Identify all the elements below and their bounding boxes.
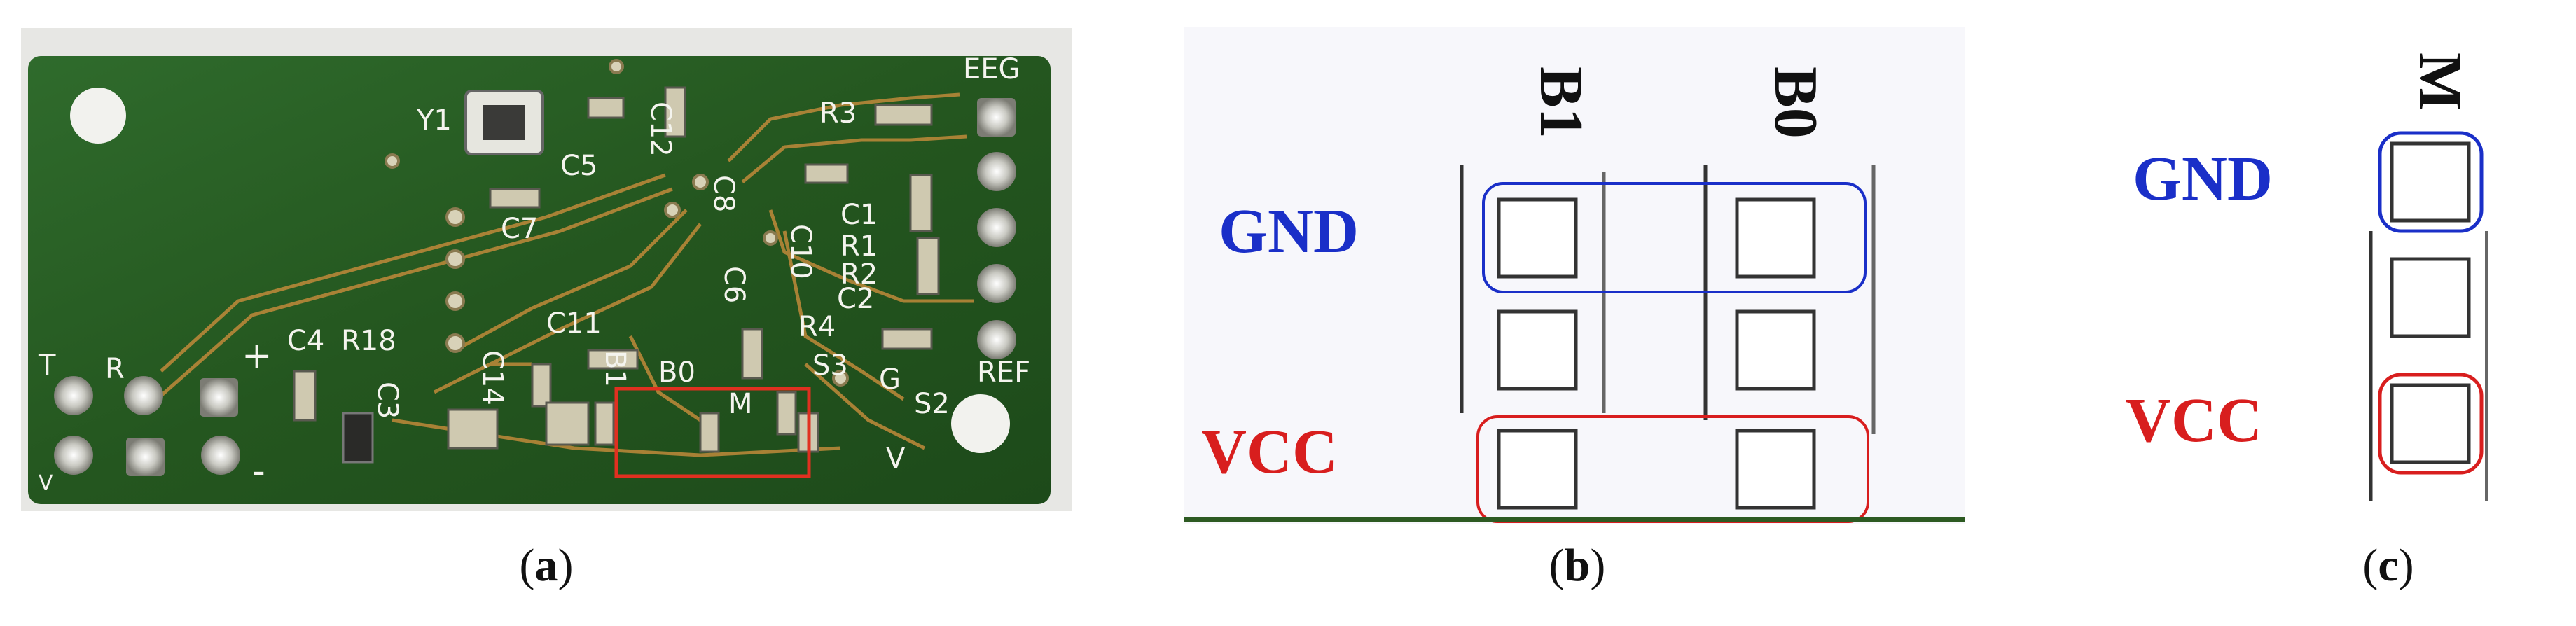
caption-c: (c)	[2362, 540, 2414, 591]
panel-b: B1 B0 GND VCC (b)	[1184, 0, 1968, 626]
silk-label: V	[886, 443, 906, 475]
silk-label: C7	[501, 213, 538, 245]
silk-label: C3	[371, 382, 403, 419]
silk-label: EEG	[963, 53, 1020, 85]
row-label-gnd: GND	[1219, 197, 1359, 266]
row-label-vcc: VCC	[2126, 386, 2262, 455]
silk-label: R4	[798, 311, 836, 343]
silk-label: Y1	[416, 104, 452, 137]
header-pads-right	[977, 98, 1016, 359]
smd-components	[293, 86, 940, 453]
silk-label: C8	[707, 175, 740, 212]
jumper-diagram-b: B1 B0 GND VCC	[1184, 27, 1965, 524]
pcb-photo: EEG Y1 C12 R3 C5 C8 C7 C1 C10 R1 R2 C2 C…	[21, 28, 1072, 511]
column-label-b1: B1	[1527, 67, 1595, 139]
silk-label: REF	[977, 356, 1030, 389]
silk-label: R18	[341, 325, 396, 357]
row-label-gnd: GND	[2133, 144, 2273, 214]
silk-label: S2	[914, 388, 950, 420]
caption-b: (b)	[1549, 540, 1606, 591]
panel-a: EEG Y1 C12 R3 C5 C8 C7 C1 C10 R1 R2 C2 C…	[0, 0, 1093, 626]
vcc-bridge	[2378, 373, 2484, 475]
highlight-box	[614, 387, 811, 478]
row-label-vcc: VCC	[1201, 417, 1338, 487]
silk-label: R3	[819, 97, 857, 130]
silk-label: C5	[560, 150, 597, 182]
silkscreen-labels: EEG Y1 C12 R3 C5 C8 C7 C1 C10 R1 R2 C2 C…	[38, 53, 1030, 496]
silk-label: C6	[718, 266, 750, 303]
silk-label: M	[728, 388, 753, 420]
mounting-hole	[951, 394, 1010, 453]
column-label-m: M	[2406, 53, 2474, 111]
caption-a: (a)	[519, 540, 574, 591]
mounting-hole	[70, 88, 126, 144]
panel-c: M GND VCC (c)	[2087, 0, 2576, 626]
silk-label: B1	[599, 350, 631, 387]
jumper-pads	[2390, 141, 2471, 464]
silk-label: -	[252, 450, 265, 492]
silk-label: C10	[784, 224, 817, 279]
silk-label: B0	[658, 356, 695, 389]
silk-label: S3	[812, 349, 848, 382]
silk-label: R1	[840, 230, 878, 263]
gnd-bridge	[1482, 182, 1867, 293]
silk-label: C4	[287, 325, 324, 357]
gnd-bridge	[2378, 131, 2484, 233]
silk-label: +	[242, 335, 272, 377]
silk-label: C14	[476, 350, 508, 405]
silk-label: R2	[840, 258, 878, 291]
column-label-b0: B0	[1761, 67, 1829, 139]
header-pads-left	[54, 376, 240, 476]
silk-label: T	[38, 349, 56, 382]
silk-label: G	[879, 363, 901, 396]
silk-label: R	[105, 353, 125, 385]
jumper-pads	[1497, 197, 1816, 510]
silk-label: C11	[546, 307, 602, 340]
vias	[385, 59, 849, 387]
silk-label: C1	[840, 199, 878, 231]
resistor-r18	[342, 412, 374, 464]
silk-label: V	[39, 471, 53, 496]
silk-label: C2	[837, 283, 874, 315]
silk-label: C12	[644, 102, 677, 157]
jumper-diagram-c: M GND VCC	[2126, 53, 2488, 501]
